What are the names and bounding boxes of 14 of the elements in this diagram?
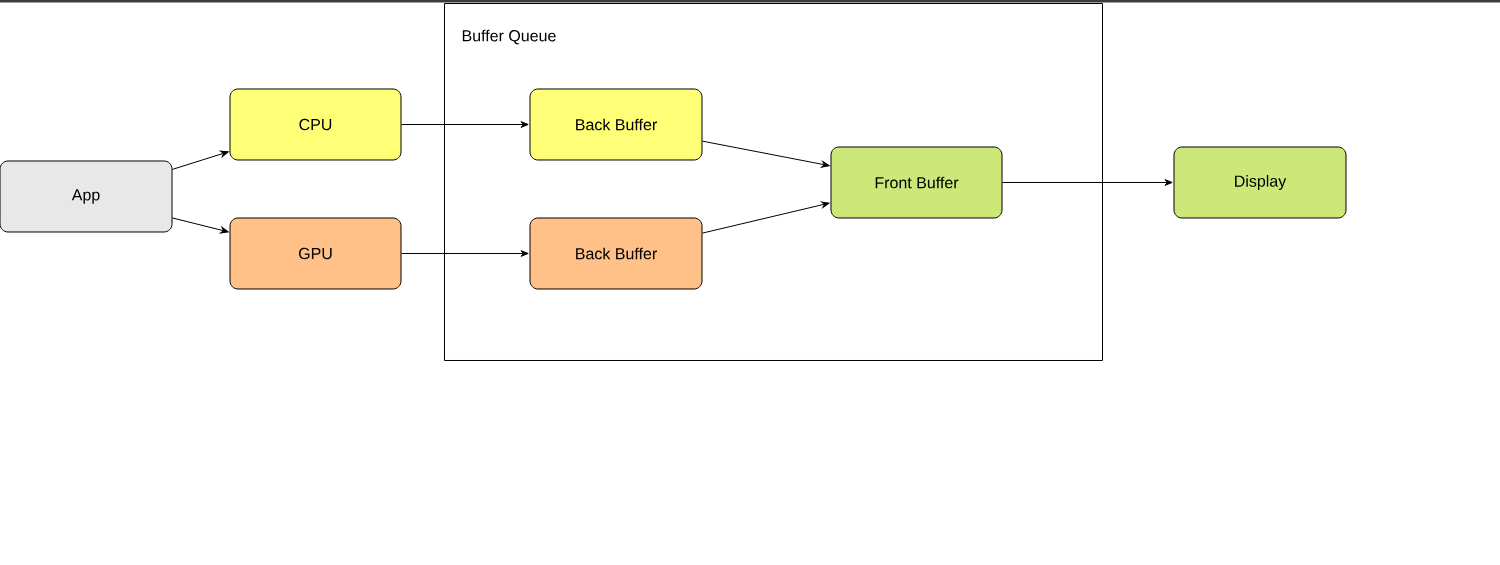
arrow — [172, 150, 229, 170]
arrow — [1002, 179, 1173, 186]
arrow — [702, 201, 830, 234]
buffer-box: Back Buffer — [529, 88, 703, 161]
display-box: Display — [1173, 146, 1347, 219]
process-box: CPU — [229, 88, 402, 161]
buffer-box: Front Buffer — [830, 146, 1003, 219]
process-box: App — [0, 160, 173, 233]
arrow — [401, 121, 529, 128]
arrow — [702, 140, 830, 168]
buffer-box: Back Buffer — [529, 217, 703, 290]
arrow — [172, 217, 229, 234]
process-box: GPU — [229, 217, 402, 290]
arrow — [401, 250, 529, 257]
